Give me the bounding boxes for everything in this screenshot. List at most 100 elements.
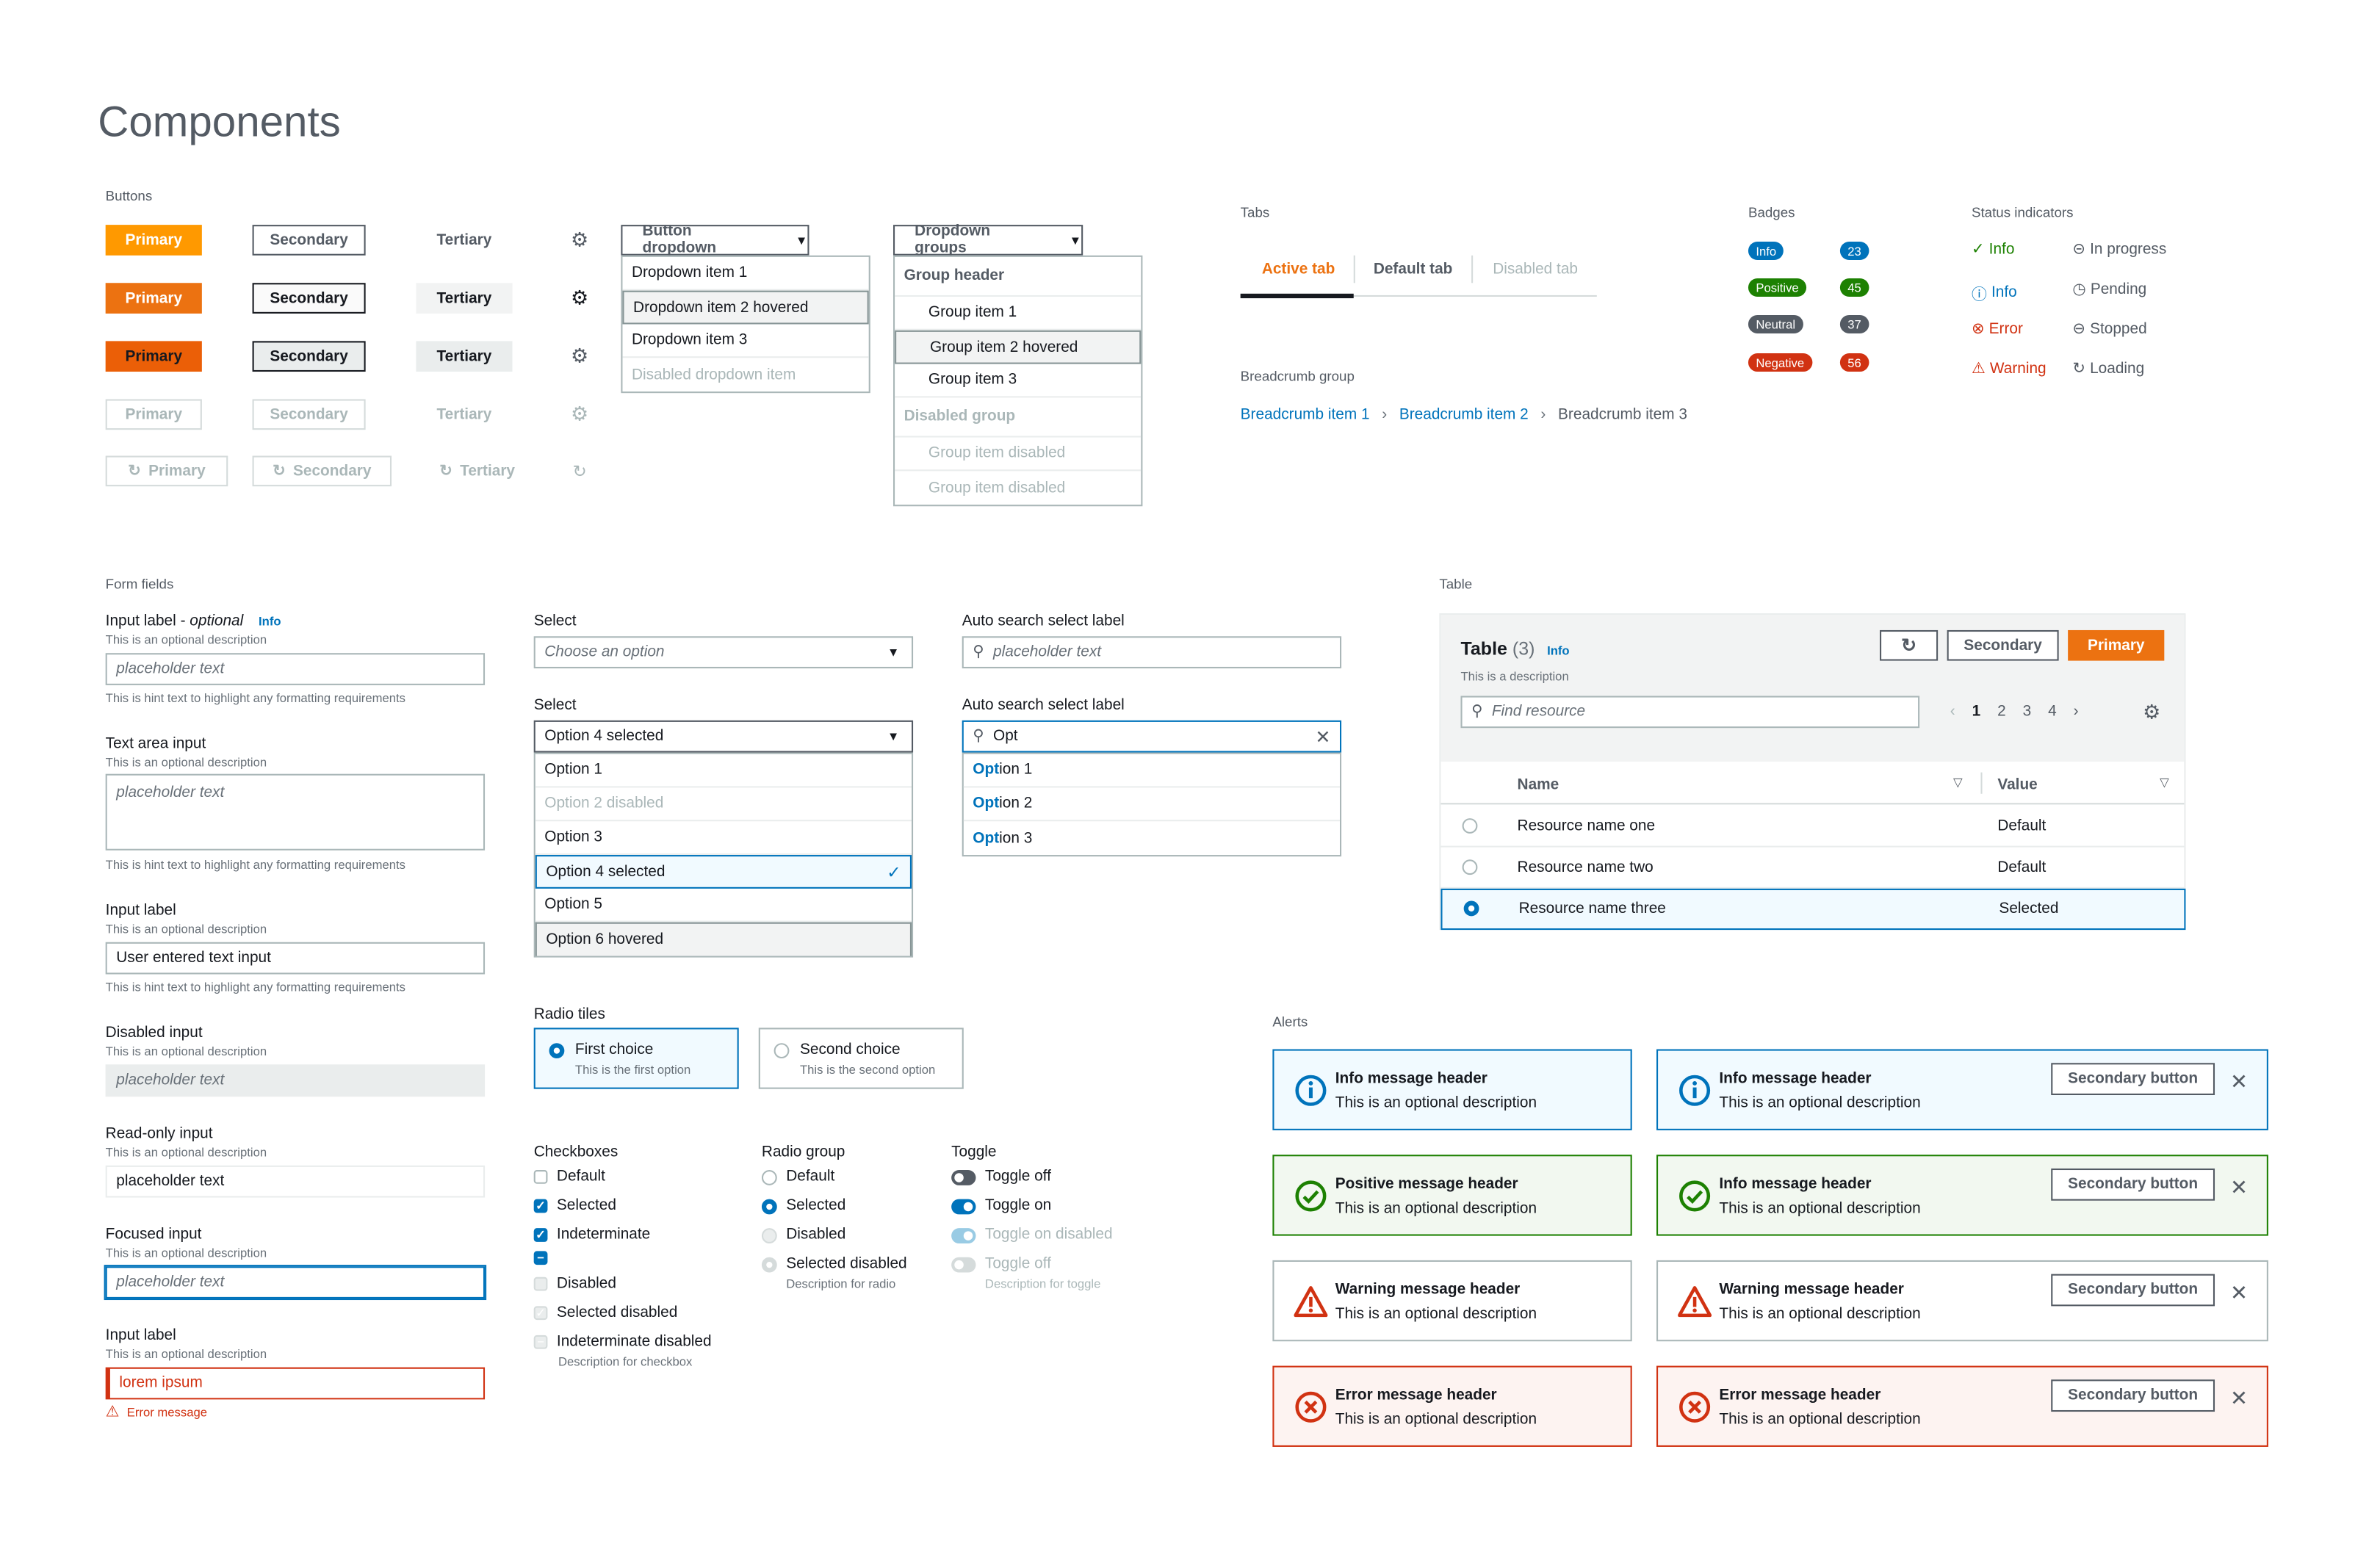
page-number[interactable]: 2 [1997, 703, 2006, 721]
page-number[interactable]: 4 [2048, 703, 2057, 721]
close-icon[interactable]: ✕ [2229, 1069, 2249, 1094]
settings-icon[interactable]: ⚙ [571, 228, 589, 251]
group-item-disabled[interactable]: Group item disabled [895, 438, 1142, 472]
tertiary-button-hover[interactable]: Tertiary [416, 283, 513, 314]
table-row[interactable]: Resource name one Default [1440, 806, 2185, 848]
table-primary-button[interactable]: Primary [2068, 629, 2165, 661]
select-option[interactable]: Option 1 [535, 754, 912, 788]
alert-secondary-button[interactable]: Secondary button [2051, 1274, 2215, 1307]
select-option-selected[interactable]: Option 4 selected✓ [535, 855, 912, 889]
breadcrumb-item[interactable]: Breadcrumb item 1 [1240, 406, 1370, 424]
select-option-disabled[interactable]: Option 2 disabled [535, 787, 912, 822]
textarea-input[interactable]: placeholder text [105, 773, 486, 851]
disabled-input[interactable]: placeholder text [105, 1064, 486, 1097]
breadcrumb-item[interactable]: Breadcrumb item 2 [1399, 406, 1529, 424]
autosuggest-input-active[interactable]: ⚲Opt✕ [962, 720, 1342, 753]
column-header-name[interactable]: Name [1517, 776, 1559, 794]
text-input[interactable]: placeholder text [105, 653, 486, 685]
checkbox-default[interactable]: Default [533, 1169, 605, 1185]
checkbox-disabled[interactable]: Disabled [533, 1276, 616, 1293]
close-icon[interactable]: ✕ [2229, 1174, 2249, 1199]
select-open[interactable]: Option 4 selected▼ [533, 720, 914, 753]
row-radio-selected[interactable] [1463, 900, 1479, 917]
clear-icon[interactable]: ✕ [1315, 726, 1331, 748]
toggle-off[interactable]: Toggle off [951, 1169, 1051, 1185]
dropdown-item-disabled[interactable]: Disabled dropdown item [631, 366, 796, 383]
checkbox-selected[interactable]: ✓Selected [533, 1198, 616, 1214]
checkbox-selected-disabled[interactable]: ✓Selected disabled [533, 1304, 677, 1321]
group-item-disabled[interactable]: Group item disabled [928, 479, 1066, 496]
alert-secondary-button[interactable]: Secondary button [2051, 1063, 2215, 1095]
select-option-hovered[interactable]: Option 6 hovered [535, 922, 912, 956]
primary-button-active[interactable]: Primary [105, 341, 202, 372]
group-item[interactable]: Group item 1 [895, 297, 1142, 331]
secondary-button-active[interactable]: Secondary [252, 341, 366, 372]
autosuggest-input[interactable]: ⚲placeholder text [962, 636, 1342, 669]
tertiary-button[interactable]: Tertiary [436, 231, 492, 249]
focused-input[interactable]: placeholder text [105, 1266, 486, 1299]
table-search-input[interactable]: ⚲Find resource [1460, 696, 1920, 729]
toggle-on-disabled[interactable]: Toggle on disabled [951, 1227, 1113, 1243]
button-dropdown[interactable]: Button dropdown▼ [621, 223, 809, 257]
primary-button[interactable]: Primary [105, 225, 202, 256]
select-option[interactable]: Option 5 [535, 889, 912, 922]
readonly-input[interactable]: placeholder text [105, 1165, 486, 1198]
group-item-hovered[interactable]: Group item 2 hovered [895, 330, 1142, 364]
radio-tile-selected[interactable]: First choice This is the first option [533, 1028, 739, 1089]
settings-icon[interactable]: ⚙ [571, 402, 589, 425]
row-radio[interactable] [1462, 859, 1478, 875]
text-input-filled[interactable]: User entered text input [105, 942, 486, 975]
row-radio[interactable] [1462, 818, 1478, 834]
select-input[interactable]: Choose an option▼ [533, 636, 914, 669]
table-secondary-button[interactable]: Secondary [1947, 629, 2059, 661]
radio-disabled[interactable]: Disabled [761, 1227, 845, 1243]
sort-icon[interactable]: ▽ [1952, 775, 1963, 790]
table-row[interactable]: Resource name two Default [1440, 848, 2185, 889]
close-icon[interactable]: ✕ [2229, 1279, 2249, 1305]
tertiary-button-disabled[interactable]: Tertiary [436, 405, 492, 423]
checkbox-selected[interactable]: ✓Indeterminate [533, 1227, 650, 1243]
tab-active[interactable]: Active tab [1261, 261, 1335, 278]
close-icon[interactable]: ✕ [2229, 1385, 2249, 1410]
settings-icon[interactable]: ⚙ [571, 344, 589, 367]
settings-icon[interactable]: ⚙ [571, 286, 589, 309]
tertiary-button-loading[interactable]: ↻Tertiary [428, 456, 526, 487]
primary-button-hover[interactable]: Primary [105, 283, 202, 314]
secondary-button-disabled[interactable]: Secondary [252, 399, 366, 430]
secondary-button[interactable]: Secondary [252, 225, 366, 256]
dropdown-groups-button[interactable]: Dropdown groups▼ [893, 223, 1083, 257]
page-number[interactable]: 3 [2022, 703, 2032, 721]
tab-default[interactable]: Default tab [1373, 261, 1453, 278]
refresh-button[interactable]: ↻ [1880, 629, 1939, 661]
checkbox-indeterminate-disabled[interactable]: −Indeterminate disabled [533, 1334, 712, 1351]
tab-disabled[interactable]: Disabled tab [1493, 261, 1578, 278]
dropdown-item[interactable]: Dropdown item 1 [622, 257, 869, 291]
primary-button-disabled[interactable]: Primary [105, 399, 202, 430]
alert-secondary-button[interactable]: Secondary button [2051, 1379, 2215, 1412]
radio-default[interactable]: Default [761, 1169, 834, 1185]
alert-secondary-button[interactable]: Secondary button [2051, 1168, 2215, 1201]
checkbox-indeterminate[interactable]: − [533, 1251, 548, 1265]
radio-tile[interactable]: Second choice This is the second option [758, 1028, 964, 1089]
table-row-selected[interactable]: Resource name three Selected [1440, 888, 2186, 931]
secondary-button-hover[interactable]: Secondary [252, 283, 366, 314]
tertiary-button-active[interactable]: Tertiary [416, 341, 513, 372]
radio-selected[interactable]: Selected [761, 1198, 845, 1214]
sort-icon[interactable]: ▽ [2160, 775, 2169, 790]
select-option[interactable]: Option 3 [535, 821, 912, 856]
toggle-on[interactable]: Toggle on [951, 1198, 1051, 1214]
dropdown-item-hovered[interactable]: Dropdown item 2 hovered [622, 290, 869, 325]
toggle-off-disabled[interactable]: Toggle off [951, 1256, 1051, 1273]
chevron-right-icon[interactable]: › [2073, 703, 2079, 721]
chevron-left-icon[interactable]: ‹ [1950, 703, 1955, 721]
info-link[interactable]: Info [259, 615, 281, 629]
settings-icon[interactable]: ⚙ [2143, 700, 2161, 723]
table-info-link[interactable]: Info [1547, 643, 1570, 658]
dropdown-item[interactable]: Dropdown item 3 [622, 324, 869, 358]
secondary-button-loading[interactable]: ↻Secondary [252, 455, 392, 487]
primary-button-loading[interactable]: ↻Primary [105, 455, 228, 487]
radio-selected-disabled[interactable]: Selected disabled [761, 1256, 907, 1273]
